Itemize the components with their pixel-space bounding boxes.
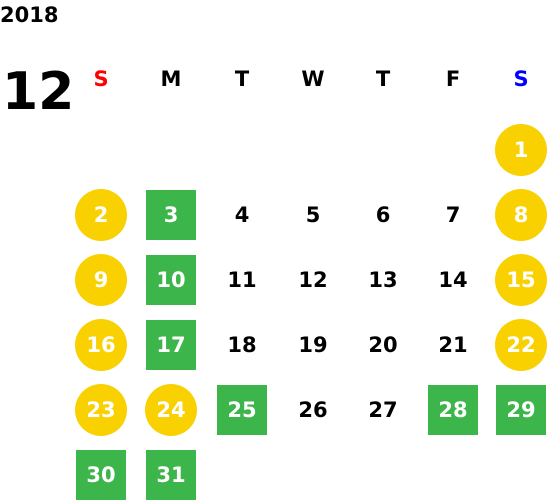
day-cell[interactable]: 29 — [496, 385, 546, 435]
day-cell[interactable]: 6 — [375, 203, 391, 227]
day-cell[interactable]: 20 — [368, 333, 398, 357]
weekday-header: W — [301, 67, 325, 91]
day-cell[interactable]: 30 — [76, 450, 126, 500]
day-cell[interactable]: 13 — [368, 268, 398, 292]
month-label: 12 — [2, 62, 75, 122]
day-cell[interactable]: 1 — [495, 124, 547, 176]
day-cell[interactable]: 17 — [146, 320, 196, 370]
day-cell[interactable]: 7 — [445, 203, 461, 227]
day-cell[interactable]: 21 — [438, 333, 468, 357]
day-cell[interactable]: 23 — [75, 384, 127, 436]
weekday-header: M — [160, 67, 182, 91]
day-cell[interactable]: 25 — [217, 385, 267, 435]
weekday-header: T — [234, 67, 250, 91]
day-cell[interactable]: 11 — [227, 268, 257, 292]
day-cell[interactable]: 18 — [227, 333, 257, 357]
weekday-header: S — [93, 67, 109, 91]
day-cell[interactable]: 12 — [298, 268, 328, 292]
day-cell[interactable]: 22 — [495, 319, 547, 371]
weekday-header: T — [375, 67, 391, 91]
year-label: 2018 — [0, 3, 59, 27]
day-cell[interactable]: 31 — [146, 450, 196, 500]
day-cell[interactable]: 5 — [305, 203, 321, 227]
day-cell[interactable]: 16 — [75, 319, 127, 371]
day-cell[interactable]: 10 — [146, 255, 196, 305]
weekday-header: S — [513, 67, 529, 91]
weekday-header: F — [445, 67, 461, 91]
day-cell[interactable]: 3 — [146, 190, 196, 240]
day-cell[interactable]: 2 — [75, 189, 127, 241]
day-cell[interactable]: 4 — [234, 203, 250, 227]
day-cell[interactable]: 15 — [495, 254, 547, 306]
day-cell[interactable]: 28 — [428, 385, 478, 435]
day-cell[interactable]: 19 — [298, 333, 328, 357]
day-cell[interactable]: 14 — [438, 268, 468, 292]
day-cell[interactable]: 27 — [368, 398, 398, 422]
day-cell[interactable]: 9 — [75, 254, 127, 306]
day-cell[interactable]: 26 — [298, 398, 328, 422]
day-cell[interactable]: 24 — [145, 384, 197, 436]
day-cell[interactable]: 8 — [495, 189, 547, 241]
